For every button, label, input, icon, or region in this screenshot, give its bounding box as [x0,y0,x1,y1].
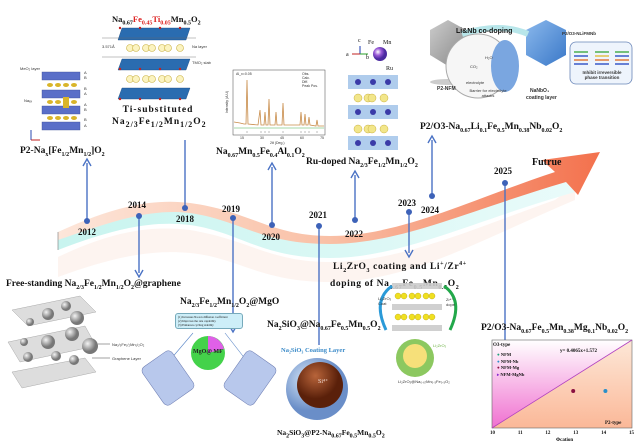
label-2022: Ru-doped Na2/3Fe1/2Mn1/2O2 [306,157,418,169]
boundary-line [491,339,633,429]
xrd-xlabel: 2θ (Deg.) [270,141,285,145]
na-layer-label: Na layer [192,44,207,49]
ti-structure-heading: Na0.67Fe0.45Ti0.05Mn0.5O2 [112,14,201,27]
milestone-arrows [82,134,506,352]
year-2022: 2022 [345,229,363,239]
label-2014: Free-standing Na2/3Fe1/2Mn1/2O2@graphene [6,279,181,291]
ru-label: Ru [386,66,394,72]
chart-xticks: 10 11 12 13 14 15 [490,431,634,436]
xtick: 14 [601,431,607,436]
year-2012: 2012 [78,227,96,237]
chart-plot-area [491,339,633,429]
barrier-label: Barrier for electrolyte attacks [469,88,507,98]
xtick: 11 [517,431,523,436]
mgo-sphere-label: MgO@ MF [193,349,223,355]
future-label: Futrue [532,157,562,168]
label-2020: Na0.67Mn0.5Fe0.4Al0.1O2 [216,147,305,159]
year-dots [84,180,508,229]
equation-label: y= 0.4065x+1.572 [560,349,597,354]
data-point-nfm-mg [571,389,576,394]
label-2012: P2-Nax[Fe1/2Mn1/2]O2 [20,146,105,158]
label-2025: P2/O3-Na0.67Fe0.5Mn0.38Mg0.1Nb0.02O2 [481,323,629,335]
xtick: 10 [490,431,495,436]
year-2020: 2020 [262,232,280,242]
xtick: 12 [545,431,551,436]
chart-legend: ● NFM ● NFM-Nb ● NFM-Mg ▸ NFM-MgNb [497,352,524,378]
year-2019: 2019 [222,204,240,214]
meo2-layer-label: MeO₂ layer [20,66,41,71]
p2-region-label: P2-type [605,421,622,426]
p2-nfm-label: P2-NFM [437,86,456,92]
tmo-slab-label: TMO₂ slab [192,60,211,65]
li2zro3-caption: Li₂ZrO₃@Na₀.₆₇Mn₀.₅Fe₀.₅O₂ [398,379,450,384]
axis-c-label: c [358,38,361,44]
xtick: 15 [628,431,634,436]
mn-label: Mn [383,40,392,46]
label-2024: P2/O3-Na0.67Li0.1Fe0.5Mn0.38Nb0.02O2 [420,122,563,134]
legend-item: ● NFM-Mg [497,365,520,370]
shell-label: Li₂ZrO₃ [433,343,447,348]
chart-frame [491,339,633,429]
coat-label: Li₂ZrO₃ Coat [378,296,392,306]
legend-item: ▸ NFM-MgNb [497,371,525,377]
xrd-sample: Al_x=0.05 [236,72,252,76]
year-2021: 2021 [309,210,327,220]
graphene-layer-label: Graphene Layer [112,356,141,361]
codoping-label: Li&Nb co-doping [456,28,513,35]
coating-layer-label: coating layer [526,95,557,101]
chart-xlabel: Φcation [556,438,574,443]
year-2024: 2024 [421,205,439,215]
data-point-nfm-nb [603,389,608,394]
label-2019: Na2/3Fe1/2Mn1/2O2@MgO [180,297,280,309]
particle-label: Na₂/₃Fe₁/₂Mn₁/₂O₂ [112,342,145,347]
dope-label: Zr⁴⁺ dope [446,297,455,307]
h2o-label: H₂O [485,55,493,60]
na2sio3-caption: Na2SiO3@P2-Na0.67Fe0.5Mn0.5O2 [277,428,385,440]
nanbo3-label: NaNbO₃ [530,88,550,94]
ribbon-top [58,152,600,244]
spacing-label: 3.571Å [102,44,115,49]
legend-item: ● NFM-Nb [497,358,519,364]
ribbon-shadow [58,185,575,282]
xtick: 13 [573,431,579,436]
year-2018: 2018 [176,214,194,224]
label-2018: Ti-substituted Na2/3Fe1/2Mn1/2O2 [112,105,207,129]
co2-label: CO₂ [470,64,478,69]
year-2014: 2014 [128,200,146,210]
na-label: Naₑₓ [24,98,32,103]
axis-b-label: b [366,55,369,61]
si-label: Si⁴⁺ [318,379,329,385]
electrolyte-label: electrolyte [466,80,485,85]
xrd-legend: Obs.Calc.Diff.Peak Pos. [302,72,318,88]
coating-layer-title: Na₂SiO₃ Coating Layer [281,347,346,354]
label-2021: Na2SiO3@Na0.67Fe0.5Mn0.5O2 [267,320,381,332]
legend-item: ● NFM [497,352,512,357]
product-label: P2/O3-NLiFMNb [562,31,597,36]
o3-region-label: O3-type [493,343,511,348]
year-2025: 2025 [494,166,512,176]
year-2023: 2023 [398,198,416,208]
mgo-benefits-box: (1) Increases Na-ion diffusion coefficie… [175,313,243,329]
axis-a-label: a [346,52,349,58]
fe-label: Fe [368,40,374,46]
